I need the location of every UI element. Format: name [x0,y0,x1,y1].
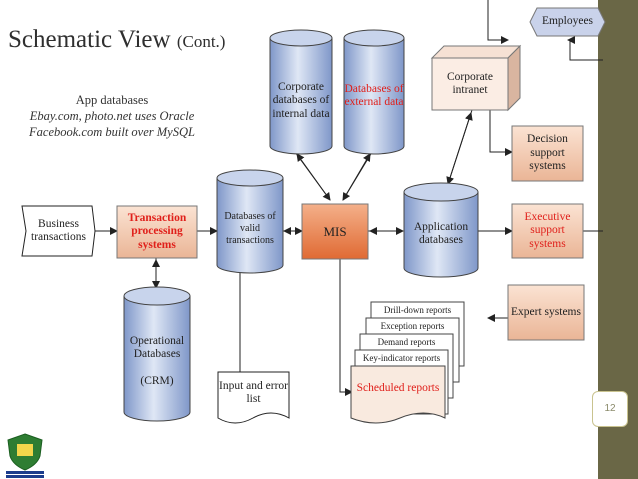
employees-shape [529,7,606,37]
tps-shape [116,205,198,259]
report-exception: Exception reports [380,320,445,331]
corporate-db-label: Corporate databases of internal data [272,80,330,120]
slide-title: Schematic View (Cont.) [8,26,225,54]
note-line-1: App databases [75,93,149,107]
employees-label: Employees [541,15,594,28]
app-db-note: App databases Ebay.com, photo.net uses O… [6,92,218,140]
page-number: 12 [592,391,628,427]
mis-label: MIS [323,223,347,239]
business-transactions-label: Business transactions [31,217,86,244]
title-main: Schematic View [8,26,171,53]
report-demand: Demand reports [377,336,436,347]
university-logo [6,433,44,478]
report-key-indicator: Key-indicator reports [362,352,441,363]
ess-label: Executive support systems [524,210,571,250]
input-error-shape [217,371,290,424]
expert-shape [507,284,585,341]
operational-db-label: Operational Databases [129,334,185,361]
intranet-shape [430,44,522,112]
valid-db-label: Databases of valid transactions [224,211,276,246]
mis-shape [301,203,369,260]
ess-shape [511,203,584,259]
crm-label: (CRM) [140,375,174,388]
intranet-label: Corporate intranet [447,70,493,97]
scheduled-shape [350,365,446,424]
external-db-label: Databases of external data [344,82,404,109]
note-line-3: Facebook.com built over MySQL [29,125,195,139]
dss-label: Decision support systems [527,133,568,173]
cylinders [123,29,479,422]
note-line-2: Ebay.com, photo.net uses Oracle [29,109,195,123]
report-drill-down: Drill-down reports [383,304,452,315]
title-sub: (Cont.) [176,32,226,51]
scheduled-reports-label: Scheduled reports [356,382,440,395]
business-shape [21,205,96,257]
tps-label: Transaction processing systems [127,211,187,251]
input-error-label: Input and error list [219,379,288,406]
application-db-label: Application databases [413,220,469,247]
dss-shape [511,125,584,182]
expert-systems-label: Expert systems [511,305,581,318]
